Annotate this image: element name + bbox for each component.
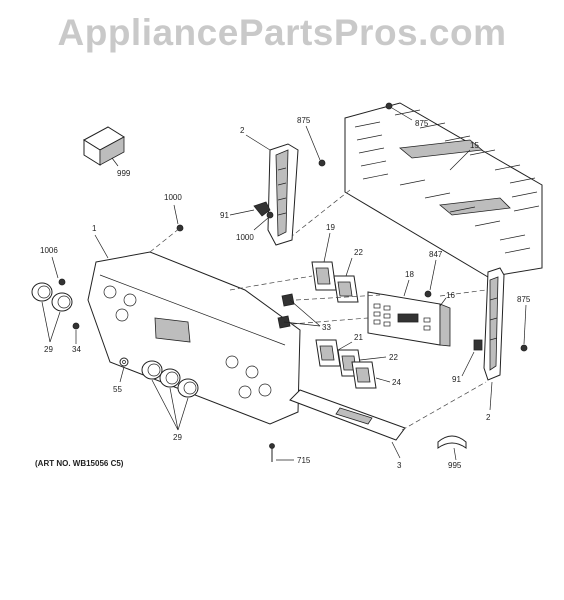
leader-lines <box>41 107 527 461</box>
part-715-screw <box>269 443 275 462</box>
assembly-lines <box>149 189 487 431</box>
callout-16: 16 <box>446 291 455 300</box>
part-22-switch-upper <box>333 275 359 303</box>
callout-15: 15 <box>470 141 479 150</box>
callout-24: 24 <box>392 378 401 387</box>
callout-34: 34 <box>72 345 81 354</box>
callout-2-right: 2 <box>486 413 491 422</box>
callout-29-left: 29 <box>44 345 53 354</box>
callout-91-right: 91 <box>452 375 461 384</box>
part-2-right-endcap <box>473 267 505 381</box>
part-55-nut <box>119 357 129 367</box>
callout-19: 19 <box>326 223 335 232</box>
part-995-clip <box>437 435 467 449</box>
part-24-switch <box>351 361 377 389</box>
part-91-1000-bracket <box>253 201 274 219</box>
callout-1000: 1000 <box>164 193 182 202</box>
part-999-box <box>83 126 125 166</box>
callout-1006: 1006 <box>40 246 58 255</box>
callout-847: 847 <box>429 250 443 259</box>
part-29-knobs-bottom <box>141 360 199 398</box>
art-number: (ART NO. WB15056 C5) <box>35 459 124 468</box>
callout-22-upper: 22 <box>354 248 363 257</box>
part-1006-screw <box>58 278 66 286</box>
watermark: AppliancePartsPros.com <box>57 12 507 53</box>
callout-875-right: 875 <box>517 295 531 304</box>
part-21-switch <box>315 339 341 367</box>
callout-715: 715 <box>297 456 311 465</box>
callout-33: 33 <box>322 323 331 332</box>
callout-91-left: 91 <box>220 211 229 220</box>
part-19-switch <box>311 261 337 291</box>
callout-1000-bracket: 1000 <box>236 233 254 242</box>
callout-18: 18 <box>405 270 414 279</box>
callout-55: 55 <box>113 385 122 394</box>
part-847-screw <box>424 290 432 298</box>
callout-29-bottom: 29 <box>173 433 182 442</box>
part-15-rear-panel <box>344 102 543 278</box>
callout-21: 21 <box>354 333 363 342</box>
callout-995: 995 <box>448 461 462 470</box>
part-875-screws <box>318 102 528 352</box>
part-29-knobs-left <box>31 282 73 312</box>
callout-875-top: 875 <box>297 116 311 125</box>
callout-999: 999 <box>117 169 131 178</box>
part-34-screw <box>72 322 80 330</box>
part-1-control-panel <box>87 251 301 425</box>
callout-2-left: 2 <box>240 126 245 135</box>
callout-1: 1 <box>92 224 97 233</box>
part-16-control-board <box>367 291 451 347</box>
callout-22-lower: 22 <box>389 353 398 362</box>
callout-labels: 999 1000 1 1006 29 34 55 29 715 3 2 875 … <box>40 116 531 470</box>
callout-3: 3 <box>397 461 402 470</box>
part-3-trim <box>289 389 406 441</box>
callout-875-panel: 875 <box>415 119 429 128</box>
part-2-left-endcap <box>267 143 299 246</box>
